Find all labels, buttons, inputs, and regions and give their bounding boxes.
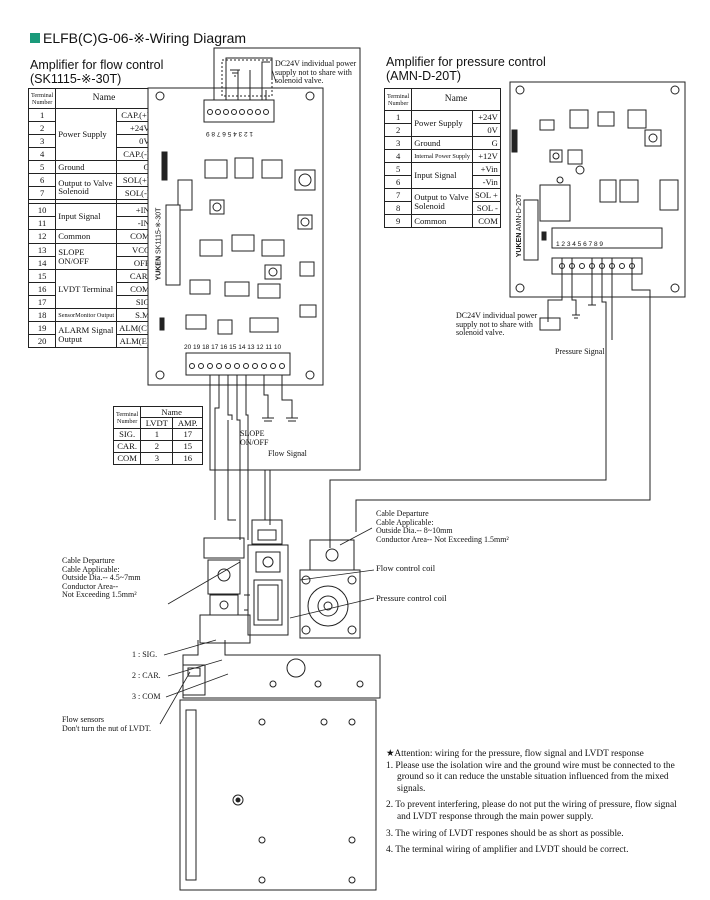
table-cell: 5 (383, 162, 413, 176)
flow-amp-terminal-strip-label: 20 19 18 17 16 15 14 13 12 11 10 (184, 344, 282, 351)
table-header-terminal: Terminal Number (27, 88, 57, 109)
pressure-amp-heading: Amplifier for pressure control (AMN-D-20… (386, 55, 546, 83)
table-cell: 16 (172, 452, 203, 465)
table-cell: 3 (140, 452, 174, 465)
pressure-amp-heading-line1: Amplifier for pressure control (386, 55, 546, 69)
table-cell: COM (112, 452, 142, 465)
flow-amp-bottom-terminal-screws (189, 363, 285, 369)
valve-assembly (179, 519, 381, 891)
attention-item: 4. The terminal wiring of amplifier and … (386, 845, 629, 856)
table-cell: 2 (27, 121, 57, 135)
leader-lines (159, 69, 375, 725)
table-cell: Input Signal (55, 203, 118, 230)
table-cell: 15 (172, 440, 203, 453)
pressure-amp-board-label: YUKEN AMN-D-20T (516, 193, 524, 258)
flow-signal-label: Flow Signal (268, 449, 307, 458)
table-cell: 9 (383, 214, 413, 228)
title-square-icon (30, 33, 40, 43)
flow-control-coil-label: Flow control coil (376, 563, 436, 573)
lvdt-sig-label: 1 : SIG. (132, 650, 158, 659)
flow-signal-wiring (209, 375, 298, 540)
cable-departure-right: Cable Departure Cable Applicable: Outsid… (376, 509, 509, 544)
flow-amp-board-label: YUKEN SK1115-※-30T (155, 207, 163, 281)
attention-item: 3. The wiring of LVDT respones should be… (386, 828, 624, 839)
lvdt-car-label: 2 : CAR. (132, 671, 161, 680)
table-header-terminal: Terminal Number (112, 406, 142, 429)
cable-departure-left: Cable Departure Cable Applicable: Outsid… (62, 556, 141, 599)
pressure-amp-board (509, 81, 686, 298)
flow-amp-top-terminal-screws (207, 109, 269, 115)
table-cell: 20 (27, 334, 57, 348)
table-cell: 17 (27, 295, 57, 309)
pressure-dc24v-note: DC24V individual power supply not to sha… (456, 311, 538, 337)
table-cell: LVDT Terminal (55, 269, 118, 309)
page-title: ELFB(C)G-06-※-Wiring Diagram (30, 30, 246, 47)
table-cell: Input Signal (411, 162, 473, 189)
table-cell: COM (471, 214, 501, 228)
attention-heading: ★Attention: wiring for the pressure, flo… (386, 749, 644, 759)
flow-dc24v-note: DC24V individual power supply not to sha… (275, 59, 357, 85)
pressure-control-coil-label: Pressure control coil (376, 593, 447, 603)
flow-amp-heading-line2: (SK1115-※-30T) (30, 72, 122, 86)
slope-on-off-label: SLOPE ON/OFF (240, 429, 269, 447)
attention-notes: ★Attention: wiring for the pressure, flo… (386, 749, 690, 857)
table-cell: 6 (27, 173, 57, 187)
table-cell: Power Supply (55, 108, 118, 161)
pressure-amp-power-wiring (329, 258, 651, 548)
lvdt-com-label: 3 : COM (132, 692, 161, 701)
pressure-amp-terminal-strip-label: 1 2 3 4 5 6 7 8 9 (556, 241, 603, 248)
flow-amp-power-wiring (213, 47, 361, 520)
flow-amp-heading: Amplifier for flow control (SK1115-※-30T… (30, 58, 163, 86)
attention-item: 2. To prevent interfering, please do not… (386, 800, 677, 822)
pressure-amp-heading-line2: (AMN-D-20T) (386, 69, 461, 83)
flow-amp-board (147, 87, 324, 386)
table-cell: SensorMonitor Output (55, 308, 118, 322)
flow-sensors-note: Flow sensors Don't turn the nut of LVDT. (62, 715, 151, 733)
flow-amp-top-strip-label: 1 2 3 4 5 6 7 8 9 (206, 130, 253, 137)
flow-amp-heading-line1: Amplifier for flow control (30, 58, 164, 72)
attention-item: 1. Please use the isolation wire and the… (386, 760, 675, 794)
table-cell: 11 (27, 216, 57, 230)
pressure-signal-label: Pressure Signal (555, 347, 605, 356)
table-cell: ALARM Signal Output (55, 321, 118, 348)
table-cell: ALM(E) (116, 334, 153, 348)
